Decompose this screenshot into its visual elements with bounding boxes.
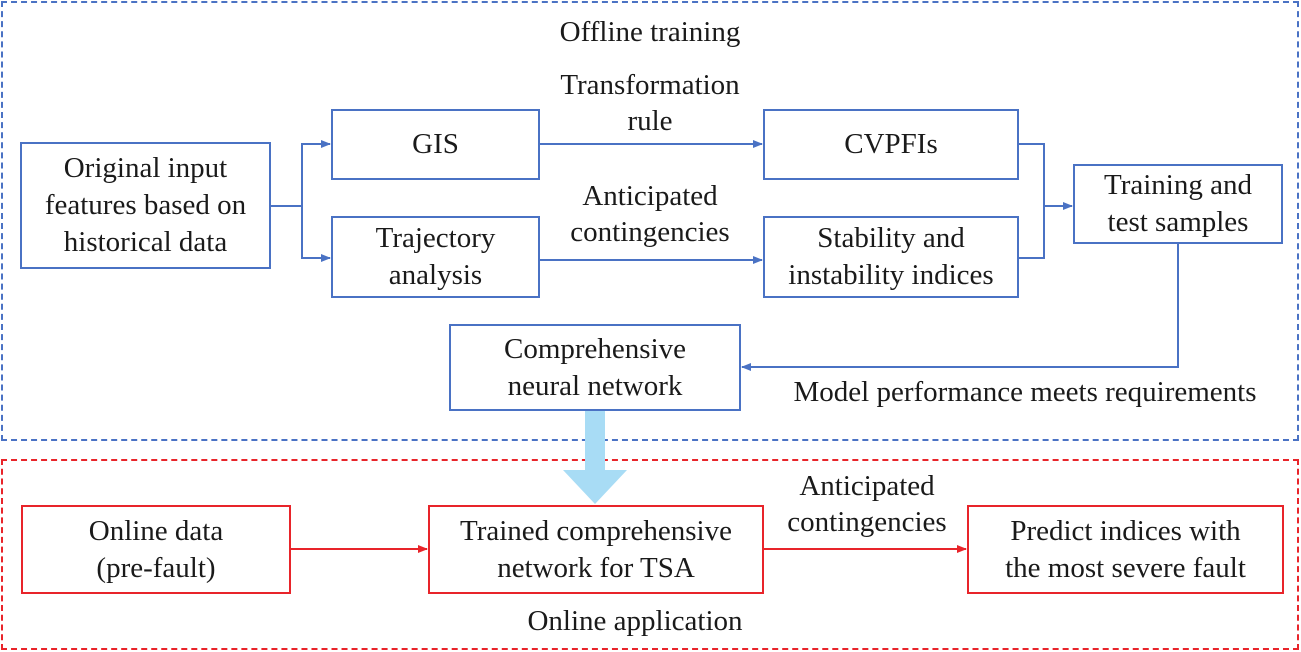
cvpfis-box: CVPFIs <box>763 109 1019 180</box>
anticipated-contingencies-online-label: Anticipated contingencies <box>787 470 947 538</box>
online-region-label: Online application <box>527 605 743 637</box>
trajectory-label: Trajectory analysis <box>375 222 496 291</box>
requirements-label: Model performance meets requirements <box>793 376 1257 408</box>
trained-network-box: Trained comprehensive network for TSA <box>428 505 764 594</box>
gis-label: GIS <box>412 128 459 160</box>
online-data-label: Online data (pre-fault) <box>88 514 224 584</box>
original-input-label: Original input features based on histori… <box>44 152 247 258</box>
cvpfis-label: CVPFIs <box>844 128 938 160</box>
predict-label: Predict indices with the most severe fau… <box>1005 514 1246 584</box>
online-data-box: Online data (pre-fault) <box>21 505 291 594</box>
online-application-region <box>1 459 1299 650</box>
anticipated-contingencies-offline-label: Anticipated contingencies <box>570 180 730 248</box>
edge-fork-gis <box>301 140 331 206</box>
stability-box: Stability and instability indices <box>763 216 1019 298</box>
edge-fork-trajectory <box>301 206 331 262</box>
edge-samples-network <box>741 244 1179 371</box>
trajectory-box: Trajectory analysis <box>331 216 540 298</box>
offline-region-label: Offline training <box>559 16 741 48</box>
transfer-arrow <box>563 410 627 504</box>
gis-box: GIS <box>331 109 540 180</box>
offline-training-region <box>1 1 1299 441</box>
stability-label: Stability and instability indices <box>788 222 994 291</box>
original-input-box: Original input features based on histori… <box>20 142 271 269</box>
trained-network-label: Trained comprehensive network for TSA <box>460 514 732 584</box>
network-box: Comprehensive neural network <box>449 324 741 411</box>
network-label: Comprehensive neural network <box>503 332 686 402</box>
predict-box: Predict indices with the most severe fau… <box>967 505 1284 594</box>
samples-box: Training and test samples <box>1073 164 1283 244</box>
edge-cvpfis-merge <box>1019 143 1045 259</box>
samples-label: Training and test samples <box>1104 169 1252 238</box>
transformation-rule-label: Transformation rule <box>560 69 740 137</box>
